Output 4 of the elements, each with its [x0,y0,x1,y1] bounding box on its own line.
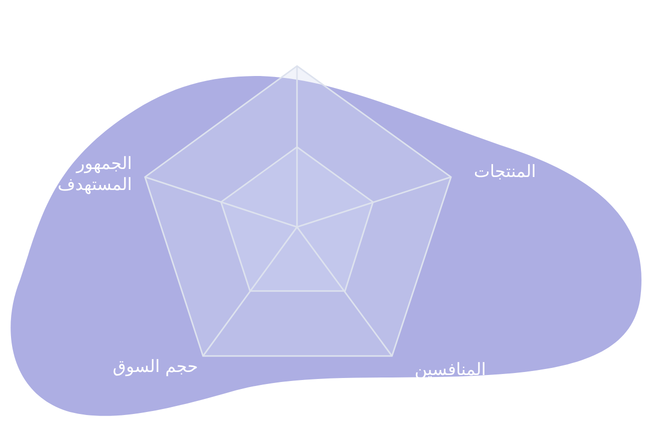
axis-label: المنتجات [474,162,536,183]
axis-label: حجم السوق [112,357,198,378]
axis-label: المنافسين [414,360,486,381]
axis-label: الجمهور المستهدف [56,154,132,196]
